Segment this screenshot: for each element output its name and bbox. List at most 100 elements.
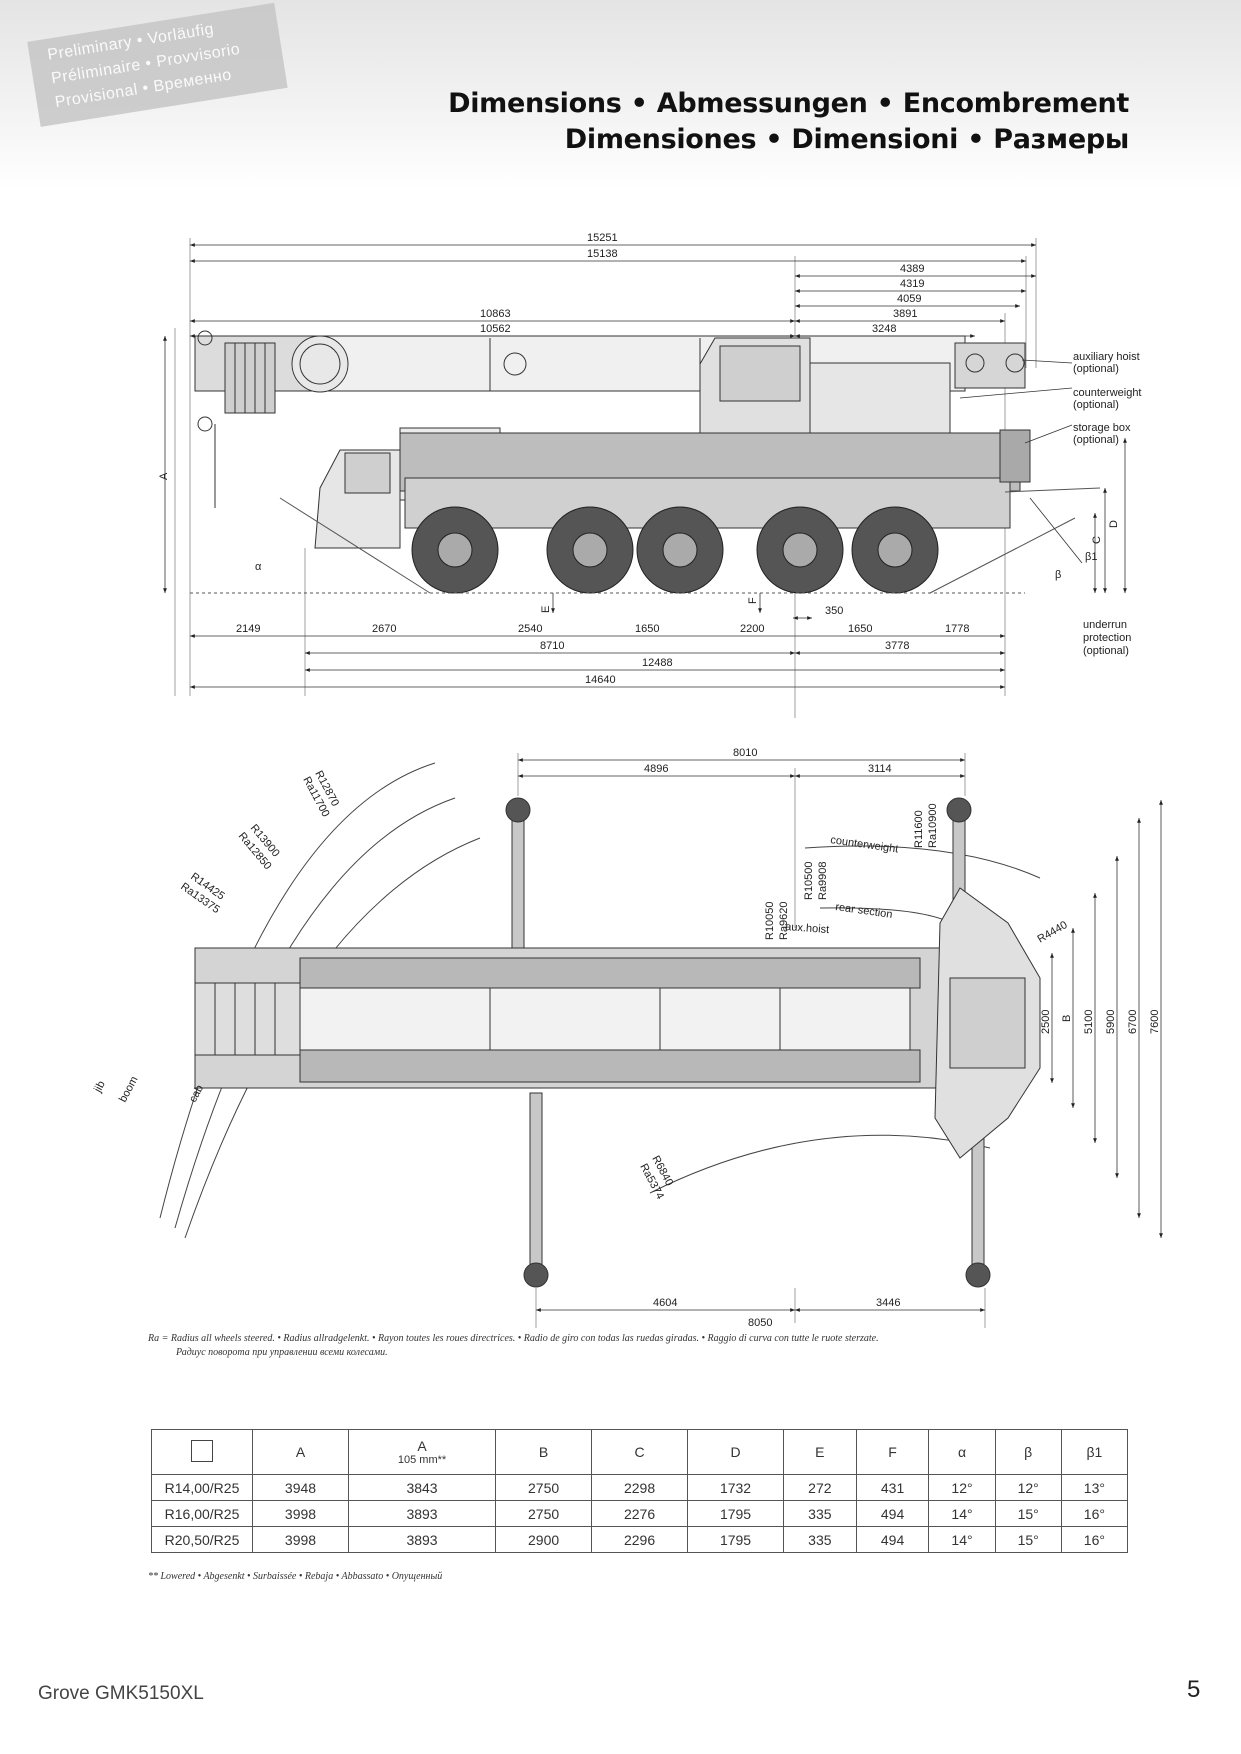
cell: 3948 [252,1474,349,1501]
dim-2500: 2500 [1040,1010,1052,1034]
dim-4389: 4389 [900,263,924,275]
label-jib: jib [92,1079,108,1095]
cell: 494 [855,1500,930,1527]
radius-Ra9908: Ra9908 [817,861,829,900]
cell: 15° [994,1526,1062,1553]
letter-alpha: α [255,561,262,573]
dim-1778: 1778 [945,623,969,635]
radius-note-line-2: Радиус поворота при управлении всеми кол… [176,1347,388,1358]
dim-10562: 10562 [480,323,511,335]
dim-2670: 2670 [372,623,396,635]
cell: 2900 [495,1526,593,1553]
tire-icon-header [151,1429,253,1475]
col-B: B [495,1429,593,1475]
cell: 14° [928,1500,996,1527]
callout-underrun-optional: (optional) [1083,645,1129,657]
page-title-line-2: Dimensiones • Dimensioni • Размеры [564,124,1130,155]
callout-storage-box-optional: (optional) [1073,434,1119,446]
callout-aux-hoist-optional: (optional) [1073,363,1119,375]
radius-note-line-1: Ra = Radius all wheels steered. • Radius… [148,1333,879,1344]
col-beta1: β1 [1060,1429,1129,1475]
dim-3114: 3114 [868,763,892,775]
cell: 12° [928,1474,996,1501]
col-D: D [687,1429,784,1475]
dim-15138: 15138 [587,248,618,260]
radius-R4440: R4440 [1036,919,1070,946]
page-title-line-1: Dimensions • Abmessungen • Encombrement [448,88,1129,119]
dim-8710: 8710 [540,640,564,652]
dim-350: 350 [825,605,843,617]
radius-R10500: R10500 [803,861,815,900]
dim-5100: 5100 [1083,1010,1095,1034]
radius-R11600: R11600 [913,810,925,848]
letter-beta1: β1 [1085,551,1097,563]
dim-1650-a: 1650 [635,623,659,635]
dim-3778: 3778 [885,640,909,652]
dim-4604: 4604 [653,1297,677,1309]
dim-4319: 4319 [900,278,924,290]
tire-icon [191,1439,213,1462]
lowered-footnote: ** Lowered • Abgesenkt • Surbaissée • Re… [148,1571,443,1582]
cell: 494 [855,1526,930,1553]
letter-A: A [158,472,170,480]
cell: 272 [783,1474,857,1501]
cell-tire: R16,00/R25 [151,1500,253,1527]
dim-10863: 10863 [480,308,511,320]
model-name: Grove GMK5150XL [38,1683,204,1704]
letter-E: E [540,606,552,613]
cell: 3893 [347,1500,497,1527]
cell: 335 [783,1500,857,1527]
cell: 2750 [495,1500,593,1527]
col-C: C [591,1429,689,1475]
col-F: F [855,1429,930,1475]
side-view-drawing [174,238,1101,718]
callout-underrun: underrun [1083,619,1127,631]
dim-12488: 12488 [642,657,673,669]
cell: 335 [783,1526,857,1553]
callout-counterweight-optional: (optional) [1073,399,1119,411]
radius-note: Ra = Radius all wheels steered. • Radius… [148,1332,1098,1360]
cell: 3843 [347,1474,497,1501]
col-alpha: α [928,1429,996,1475]
col-A-lowered-sub: 105 mm** [397,1453,447,1466]
cell: 15° [994,1500,1062,1527]
radius-Ra9620: Ra9620 [778,901,790,940]
side-view-callouts: auxiliary hoist (optional) counterweight… [959,351,1142,657]
callout-underrun-protection: protection [1083,632,1131,644]
cell: 2298 [591,1474,689,1501]
dim-15251: 15251 [587,232,618,244]
callout-counterweight: counterweight [1073,387,1142,399]
callout-aux-hoist: auxiliary hoist [1073,351,1140,363]
table-row: R14,00/R25 3948 3843 2750 2298 1732 272 … [151,1474,1129,1501]
cell: 16° [1060,1526,1129,1553]
col-beta: β [994,1429,1062,1475]
radius-Ra10900: Ra10900 [927,803,939,848]
side-view-dimensions: 15251 15138 4389 4319 4059 3891 10863 10… [158,232,1127,689]
table-row: R20,50/R25 3998 3893 2900 2296 1795 335 … [151,1526,1129,1553]
dim-2200: 2200 [740,623,764,635]
table-row: R16,00/R25 3998 3893 2750 2276 1795 335 … [151,1500,1129,1527]
letter-F: F [747,597,759,604]
col-A: A [252,1429,349,1475]
dim-8010: 8010 [733,747,757,759]
dim-1650-b: 1650 [848,623,872,635]
cell: 3893 [347,1526,497,1553]
callout-rear-section: rear section [835,901,894,921]
cell-tire: R20,50/R25 [151,1526,253,1553]
callout-counterweight-top: counterweight [830,834,900,855]
cell: 3998 [252,1500,349,1527]
cell: 2750 [495,1474,593,1501]
letter-beta: β [1055,569,1061,581]
cell: 1732 [687,1474,784,1501]
letter-B: B [1061,1015,1073,1022]
dim-2540: 2540 [518,623,542,635]
cell: 13° [1060,1474,1129,1501]
dim-4896: 4896 [644,763,668,775]
dim-5900: 5900 [1105,1010,1117,1034]
cell: 2276 [591,1500,689,1527]
dim-8050: 8050 [748,1317,772,1328]
cell: 3998 [252,1526,349,1553]
page-number: 5 [1187,1676,1201,1703]
